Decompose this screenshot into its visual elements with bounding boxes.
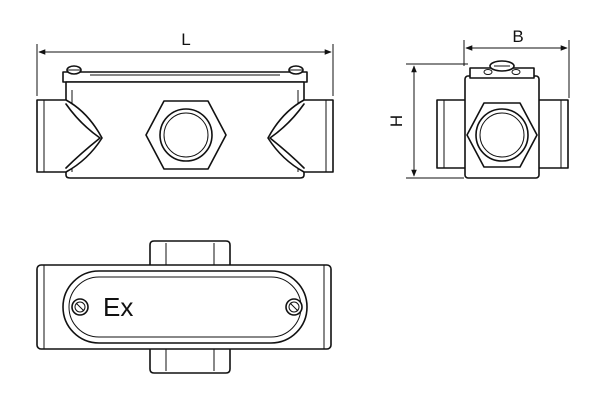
- side-left-hub: [436, 99, 468, 169]
- side-right-hub: [536, 99, 569, 169]
- top-view-oval-cover: [62, 270, 308, 344]
- front-cover-screw-right: [288, 65, 304, 75]
- front-cover-plate: [62, 71, 308, 83]
- front-view: L: [36, 30, 334, 179]
- height-dimension: H: [387, 63, 468, 179]
- top-view-screw-left: [71, 298, 89, 316]
- front-left-hub: [36, 99, 103, 173]
- width-dimension: B: [463, 27, 570, 98]
- front-cover-screw-left: [66, 65, 82, 75]
- height-label: H: [387, 115, 406, 127]
- side-view: B H: [387, 27, 570, 179]
- top-view-upper-boss: [149, 240, 231, 267]
- front-hex-fitting: [145, 100, 227, 170]
- top-view-lower-boss: [149, 347, 231, 374]
- top-view-screw-right: [285, 298, 303, 316]
- side-hex-fitting: [466, 102, 538, 168]
- width-label: B: [512, 27, 523, 46]
- length-dimension: L: [36, 30, 334, 96]
- ex-marking: Ex: [103, 292, 133, 322]
- front-right-hub: [267, 99, 334, 173]
- top-view: Ex: [36, 240, 332, 374]
- side-cover-screw: [483, 60, 521, 75]
- length-label: L: [181, 30, 190, 49]
